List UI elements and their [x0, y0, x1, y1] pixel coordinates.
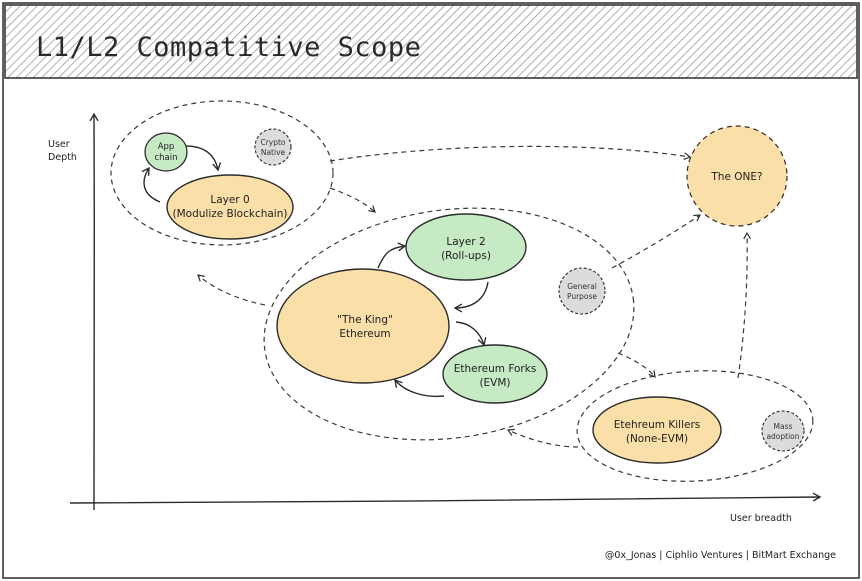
x-axis: [69, 492, 822, 504]
title-band: L1/L2 Compatitive Scope: [4, 4, 858, 79]
node-ethereum-forks: Ethereum Forks (EVM): [442, 344, 548, 404]
group-boundaries: [110, 100, 814, 482]
y-axis: [89, 112, 99, 511]
node-crypto-native: Crypto Native: [254, 128, 292, 166]
node-mass-adoption-line2: adoption: [766, 432, 799, 441]
node-general-purpose-line2: Purpose: [567, 292, 597, 301]
x-axis-label: User breadth: [730, 513, 792, 524]
node-eth-killers-line2: (None-EVM): [626, 433, 688, 445]
group-ethereum: [263, 207, 635, 441]
dashed-connectors: [197, 145, 751, 448]
arrow-ethereum-to-layer2: [377, 242, 407, 269]
diagram-title: L1/L2 Compatitive Scope: [36, 32, 421, 63]
arrow-killers-to-one: [737, 231, 751, 379]
node-ethereum-line1: "The King": [337, 314, 393, 326]
node-layer2-line2: (Roll-ups): [441, 250, 491, 262]
arrow-eth-group-to-layer0: [197, 274, 266, 306]
node-ethereum: "The King" Ethereum: [276, 268, 450, 384]
node-crypto-native-line2: Native: [261, 148, 286, 157]
node-app-chain-line1: App: [158, 142, 175, 152]
node-the-one: The ONE?: [686, 125, 788, 227]
y-axis-label-line1: User: [48, 139, 70, 150]
node-crypto-native-line1: Crypto: [260, 138, 285, 147]
node-general-purpose: General Purpose: [558, 267, 606, 315]
arrow-eth-group-to-one: [611, 214, 701, 269]
node-app-chain-line2: chain: [154, 153, 177, 163]
node-layer0: Layer 0 (Modulize Blockchain): [166, 174, 294, 240]
node-the-one-label: The ONE?: [710, 171, 762, 183]
group-eth-killers: [576, 370, 814, 482]
node-ethereum-forks-line1: Ethereum Forks: [454, 363, 537, 375]
arrow-layer2-to-ethereum: [453, 281, 489, 313]
axes: User Depth User breadth: [48, 112, 822, 524]
node-layer2-line1: Layer 2: [446, 236, 485, 248]
node-layer2: Layer 2 (Roll-ups): [405, 213, 527, 281]
arrow-eth-group-to-killers: [617, 352, 656, 378]
arrow-layer0-to-eth-group: [329, 187, 376, 213]
arrow-killers-to-eth-group: [506, 428, 579, 448]
node-ethereum-forks-line2: (EVM): [479, 377, 510, 389]
arrow-appchain-to-layer0: [181, 145, 222, 172]
node-ethereum-line2: Ethereum: [339, 328, 390, 340]
solid-connectors: [141, 145, 489, 398]
arrow-ethereum-to-forks: [455, 321, 487, 347]
node-layer0-line1: Layer 0: [210, 194, 249, 206]
group-layer0: [110, 100, 334, 246]
node-general-purpose-line1: General: [567, 282, 597, 291]
node-mass-adoption: Mass adoption: [761, 410, 805, 452]
node-eth-killers: Etehreum Killers (None-EVM): [592, 396, 722, 464]
credit-line: @0x_Jonas | Ciphlio Ventures | BitMart E…: [605, 550, 836, 561]
node-eth-killers-line1: Etehreum Killers: [614, 419, 701, 431]
node-mass-adoption-line1: Mass: [774, 422, 793, 431]
node-app-chain: App chain: [144, 132, 188, 172]
arrow-layer0-to-appchain: [141, 166, 161, 203]
y-axis-label-line2: Depth: [48, 152, 77, 163]
node-layer0-line2: (Modulize Blockchain): [173, 208, 288, 220]
arrow-forks-to-ethereum: [394, 378, 445, 398]
